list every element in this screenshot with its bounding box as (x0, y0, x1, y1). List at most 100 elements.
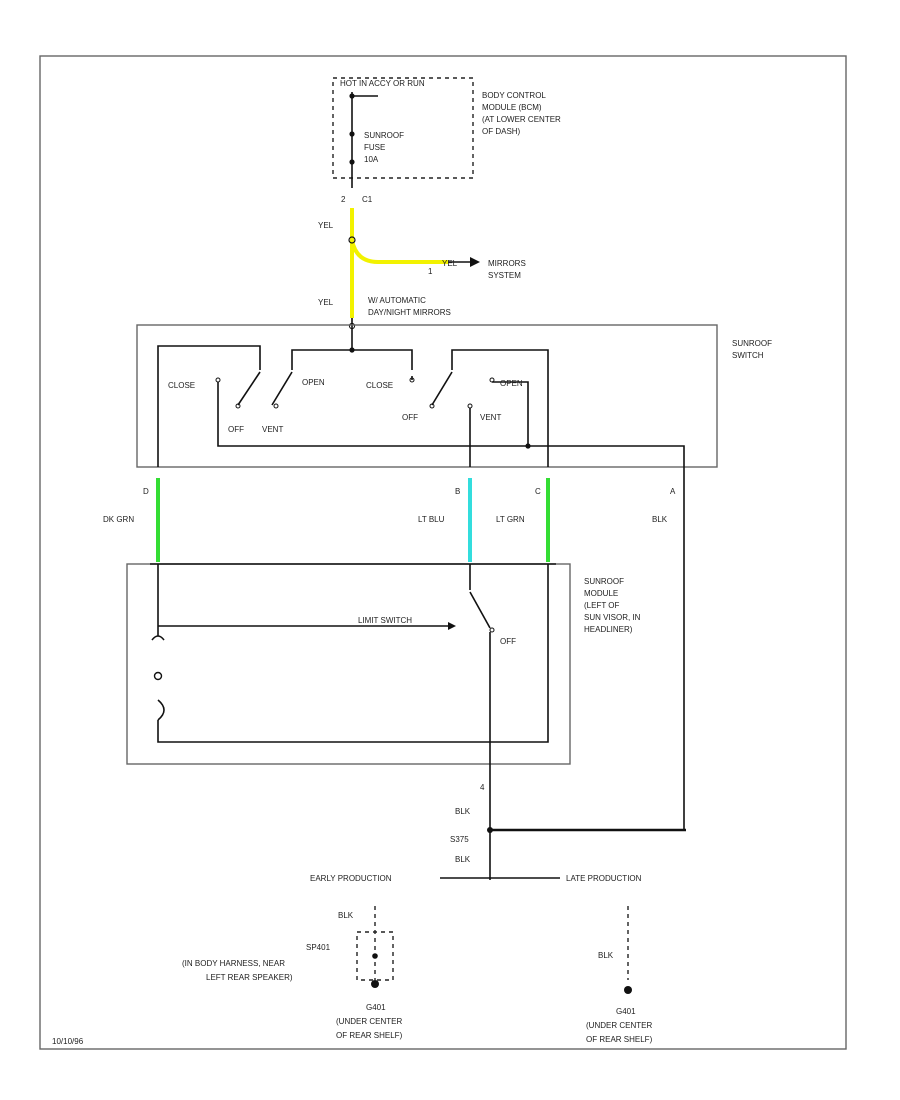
g401-late-loc-1: (UNDER CENTER (586, 1021, 652, 1030)
switch-feed-terminal (348, 322, 356, 330)
g401-late-label: G401 (616, 1007, 636, 1016)
label-vent-2: VENT (480, 413, 501, 422)
bcm-pin: 2 (341, 195, 346, 204)
bcm-connector: C1 (362, 195, 373, 204)
switch-bus-mid (291, 349, 413, 370)
motor-contact (151, 635, 165, 641)
module-name-3: (LEFT OF (584, 601, 620, 610)
sp401-label: SP401 (306, 943, 331, 952)
switch-open2-wire (492, 381, 529, 446)
switch-pin-b: B (455, 487, 460, 496)
switch-bus-node (349, 347, 355, 353)
blk-a-label: BLK (652, 515, 668, 524)
lt-blu-label: LT BLU (418, 515, 445, 524)
bcm-name-4: OF DASH) (482, 127, 521, 136)
label-close-2: CLOSE (366, 381, 393, 390)
motor-winding (157, 699, 165, 721)
fuse-name-2: FUSE (364, 143, 385, 152)
limit-switch-label: LIMIT SWITCH (358, 616, 412, 625)
limit-switch-arrow (448, 622, 456, 630)
blk-mod-label: BLK (455, 807, 471, 816)
limit-off-contact (489, 627, 495, 633)
sp401-node (372, 953, 378, 959)
label-vent-1: VENT (262, 425, 283, 434)
sp401-box (356, 931, 394, 981)
limit-switch-blade (469, 591, 491, 629)
sp401-loc-2: LEFT REAR SPEAKER) (206, 973, 293, 982)
fuse-terminal-top (349, 131, 355, 137)
module-name-2: MODULE (584, 589, 618, 598)
figure-id: 10/10/96 (52, 1037, 84, 1046)
switch-bus-right (451, 349, 549, 467)
contact-off-1 (235, 403, 241, 409)
switch-name-1: SUNROOF (732, 339, 772, 348)
label-open-2: OPEN (500, 379, 523, 388)
contact-off-2 (429, 403, 435, 409)
switch-bus-left (157, 345, 261, 467)
hot-label: HOT IN ACCY OR RUN (340, 79, 425, 88)
g401-early-loc-1: (UNDER CENTER (336, 1017, 402, 1026)
motor-return-wire (157, 564, 549, 743)
contact-vent-2 (467, 403, 473, 409)
switch-blade-1 (237, 371, 261, 406)
limit-off-label: OFF (500, 637, 516, 646)
switch-pin-a: A (670, 487, 676, 496)
g401-late-ground (624, 986, 632, 994)
mirrors-arrow (470, 257, 480, 267)
g401-late-loc-2: OF REAR SHELF) (586, 1035, 653, 1044)
switch-pin-d: D (143, 487, 149, 496)
switch-blade-2 (271, 371, 293, 406)
g401-early-ground (371, 980, 379, 988)
fuse-name-1: SUNROOF (364, 131, 404, 140)
switch-pin-c: C (535, 487, 541, 496)
early-production-label: EARLY PRODUCTION (310, 874, 392, 883)
label-off-1: OFF (228, 425, 244, 434)
splice-s375 (487, 827, 493, 833)
module-name-4: SUN VISOR, IN (584, 613, 641, 622)
yel-label-lower: YEL (318, 298, 334, 307)
contact-vent-1 (273, 403, 279, 409)
module-name-5: HEADLINER) (584, 625, 633, 634)
label-close-1: CLOSE (168, 381, 195, 390)
yel-label-top: YEL (318, 221, 334, 230)
module-pin: 4 (480, 783, 485, 792)
mirrors-label-2: SYSTEM (488, 271, 521, 280)
fuse-terminal-bottom (349, 159, 355, 165)
bcm-name-3: (AT LOWER CENTER (482, 115, 561, 124)
blk-early-label: BLK (338, 911, 354, 920)
dk-grn-label: DK GRN (103, 515, 134, 524)
late-production-label: LATE PRODUCTION (566, 874, 642, 883)
g401-early-label: G401 (366, 1003, 386, 1012)
yel-splice (348, 236, 356, 244)
switch-blade-3 (431, 371, 453, 406)
g401-early-loc-2: OF REAR SHELF) (336, 1031, 403, 1040)
bcm-name-1: BODY CONTROL (482, 91, 546, 100)
contact-close-2 (409, 377, 415, 383)
sunroof-switch-box (136, 324, 718, 468)
diagram-frame (39, 55, 847, 1050)
module-name-1: SUNROOF (584, 577, 624, 586)
sunroof-module-box (126, 563, 571, 765)
sp401-loc-1: (IN BODY HARNESS, NEAR (182, 959, 285, 968)
mirrors-label-1: MIRRORS (488, 259, 526, 268)
bcm-node-top (349, 93, 355, 99)
blk-late-label: BLK (598, 951, 614, 960)
fuse-rating: 10A (364, 155, 379, 164)
lt-grn-label: LT GRN (496, 515, 525, 524)
contact-close-1 (215, 377, 221, 383)
auto-mirror-note-2: DAY/NIGHT MIRRORS (368, 308, 451, 317)
label-open: OPEN (302, 378, 325, 387)
switch-name-2: SWITCH (732, 351, 764, 360)
label-off-2: OFF (402, 413, 418, 422)
switch-ground-node (525, 443, 531, 449)
switch-ground-wire (217, 382, 685, 830)
bcm-name-2: MODULE (BCM) (482, 103, 542, 112)
mirrors-pin: 1 (428, 267, 433, 276)
yel-label-branch: YEL (442, 259, 458, 268)
blk-after-label: BLK (455, 855, 471, 864)
splice-label: S375 (450, 835, 469, 844)
motor-brush (153, 671, 163, 681)
auto-mirror-note-1: W/ AUTOMATIC (368, 296, 426, 305)
yel-wire-branch (350, 239, 448, 264)
